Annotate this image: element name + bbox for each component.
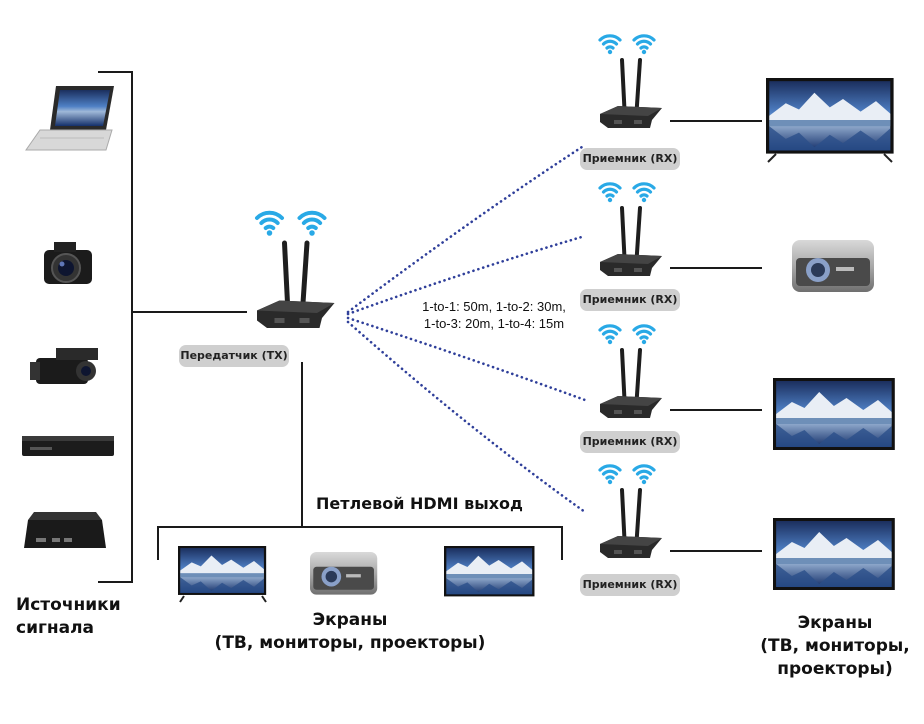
screens-left-line-1: Экраны (312, 610, 388, 630)
transmitter-label: Передатчик (TX) (179, 345, 289, 367)
receiver-label-1: Приемник (RX) (580, 148, 680, 170)
receiver-label-3: Приемник (RX) (580, 431, 680, 453)
loop-out-label: Петлевой HDMI выход (316, 494, 523, 513)
receiver-device-1 (600, 36, 662, 128)
screens-right-line-3: проекторы) (777, 659, 893, 679)
receiver-device-4 (600, 466, 662, 558)
tv-screen-left-1 (178, 546, 267, 603)
receiver-label-2: Приемник (RX) (580, 289, 680, 311)
receiver-device-3 (600, 326, 662, 418)
projector-left (310, 552, 378, 595)
tv-screen-right-1 (766, 78, 894, 163)
sources-label-text: Источники сигнала (16, 595, 121, 638)
loop-out-lines (157, 362, 563, 560)
receiver-output-lines (670, 120, 762, 552)
screens-right-label: Экраны (ТВ, мониторы, проекторы) (760, 612, 910, 681)
receiver-device-2 (600, 184, 662, 276)
sources-label: Источники сигнала (16, 594, 126, 640)
laptop-icon (25, 86, 114, 151)
transmitter-device (257, 213, 335, 328)
camcorder-icon (30, 348, 98, 384)
screens-left-label: Экраны (ТВ, мониторы, проекторы) (200, 609, 500, 655)
monitor-screen-left-3 (444, 546, 535, 597)
player-icon (22, 436, 114, 456)
receiver-label-4: Приемник (RX) (580, 574, 680, 596)
projector-right (792, 240, 874, 292)
monitor-screen-right-3 (773, 378, 895, 450)
distance-label: 1-to-1: 50m, 1-to-2: 30m, 1-to-3: 20m, 1… (404, 298, 584, 332)
monitor-screen-right-4 (773, 518, 895, 590)
distance-line-2: 1-to-3: 20m, 1-to-4: 15m (423, 316, 565, 331)
sources-bracket (98, 71, 247, 583)
screens-right-line-1: Экраны (797, 613, 873, 633)
screens-left-line-2: (ТВ, мониторы, проекторы) (214, 633, 486, 653)
distance-line-1: 1-to-1: 50m, 1-to-2: 30m, (422, 299, 566, 314)
wireless-links (346, 143, 587, 514)
tv-box-icon (24, 512, 106, 548)
screens-right-line-2: (ТВ, мониторы, (760, 636, 910, 656)
camera-icon (44, 242, 92, 284)
